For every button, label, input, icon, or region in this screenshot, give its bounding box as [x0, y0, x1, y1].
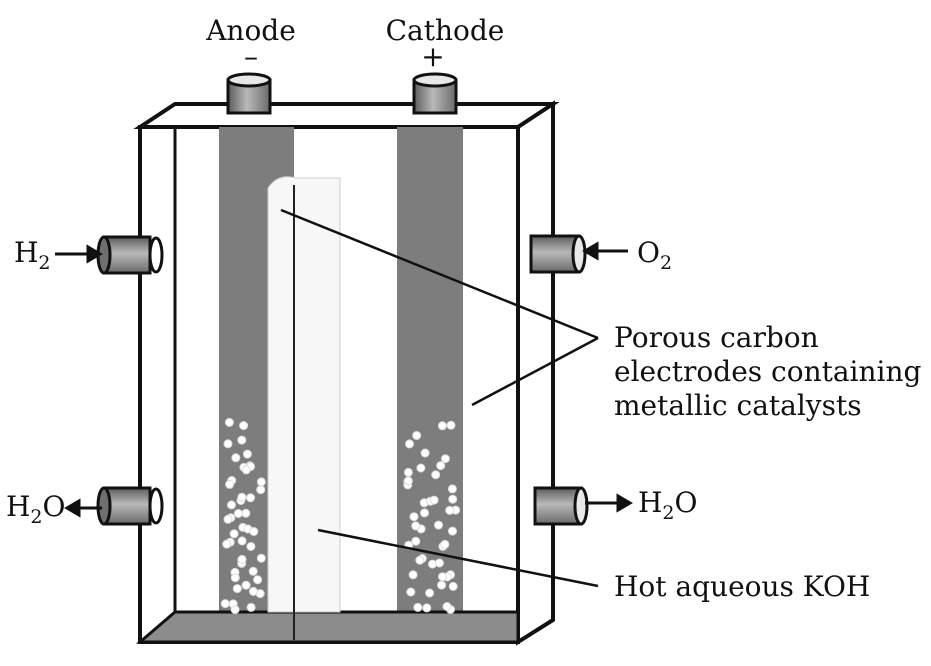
bubble — [431, 470, 441, 480]
bubble — [249, 527, 259, 536]
bubble — [242, 449, 252, 459]
bubble — [237, 492, 247, 502]
electrodes-label-line-1: Porous carbon — [614, 321, 819, 354]
bubble — [256, 485, 266, 495]
electrolyte-callout-line — [317, 528, 599, 588]
bubble — [253, 575, 263, 585]
bubble — [241, 580, 251, 590]
bubble — [445, 505, 455, 515]
cell-housing — [133, 100, 560, 646]
cathode-sign: + — [421, 40, 444, 73]
bubble — [434, 558, 444, 568]
bubble — [232, 584, 242, 594]
bubble — [437, 421, 447, 431]
h2o-right-label: H2O — [638, 486, 697, 524]
bubble — [440, 454, 450, 464]
electrode-callout-line-2 — [471, 336, 599, 407]
bubble — [241, 465, 251, 475]
o2-inlet-label: O2 — [637, 236, 672, 274]
bubble — [239, 421, 249, 431]
bubble — [448, 494, 458, 504]
bubble — [248, 566, 258, 576]
cathode-terminal — [412, 72, 458, 115]
bubble — [237, 554, 247, 564]
bubble — [416, 463, 426, 473]
bubble — [223, 439, 233, 449]
bubble — [440, 539, 450, 549]
bubble — [408, 570, 418, 580]
bubble — [420, 448, 430, 458]
bubble — [422, 603, 432, 613]
bubble — [446, 420, 456, 430]
anode-terminal — [226, 72, 272, 115]
bubble — [223, 514, 233, 524]
h2o-left-outlet-port — [96, 486, 164, 526]
bubble — [409, 512, 419, 522]
electrolyte-label: Hot aqueous KOH — [614, 570, 870, 603]
bubble — [406, 587, 416, 597]
h2-inlet-label: H2 — [14, 236, 51, 274]
electrodes-label-line-2: electrodes containing — [614, 355, 922, 388]
bubble — [229, 529, 239, 539]
bubble — [448, 581, 458, 591]
anode-label: Anode — [205, 14, 296, 47]
bubble — [429, 495, 439, 505]
cathode-electrode — [397, 127, 463, 612]
bubble — [256, 477, 266, 487]
h2o-left-label: H2O — [6, 490, 65, 528]
bubble — [246, 542, 256, 551]
bubble — [434, 520, 443, 530]
bubble — [442, 602, 452, 611]
bubble — [241, 508, 251, 518]
electrode-callout-line-1 — [280, 208, 599, 340]
bubble — [246, 493, 255, 503]
bubble — [415, 555, 425, 565]
bubble — [403, 476, 413, 486]
bubble — [224, 417, 234, 427]
bubble — [237, 536, 247, 546]
electrolyte-channel — [267, 176, 341, 613]
bubble — [412, 431, 422, 440]
bubble — [225, 479, 235, 489]
o2-inlet-port — [529, 234, 587, 274]
bubble — [233, 509, 243, 518]
bubble — [405, 439, 414, 449]
anode-sign: – — [244, 40, 258, 73]
bubble — [231, 453, 241, 463]
bubble — [447, 484, 457, 494]
bubble — [411, 521, 421, 531]
bubble — [227, 500, 236, 510]
bubble — [425, 588, 435, 598]
bubble — [256, 553, 266, 563]
bubble — [248, 586, 258, 596]
bubble — [437, 580, 447, 590]
bubble — [448, 526, 457, 536]
gas-bubbles — [220, 417, 461, 615]
cell-floor — [135, 610, 520, 644]
bubble — [237, 435, 247, 445]
bubble — [411, 536, 421, 546]
bubble — [230, 605, 240, 615]
bubble — [222, 539, 232, 549]
bubble — [420, 508, 429, 518]
bubble — [403, 467, 413, 477]
bubble — [220, 599, 230, 609]
cathode-label: Cathode — [386, 14, 505, 47]
bubble — [436, 461, 446, 471]
bubble — [230, 573, 240, 583]
h2o-right-outlet-port — [533, 486, 589, 526]
bubble — [438, 572, 447, 582]
bubble — [246, 602, 256, 612]
h2-inlet-port — [96, 235, 164, 275]
electrodes-label-line-3: metallic catalysts — [614, 389, 862, 422]
bubble — [413, 602, 423, 612]
